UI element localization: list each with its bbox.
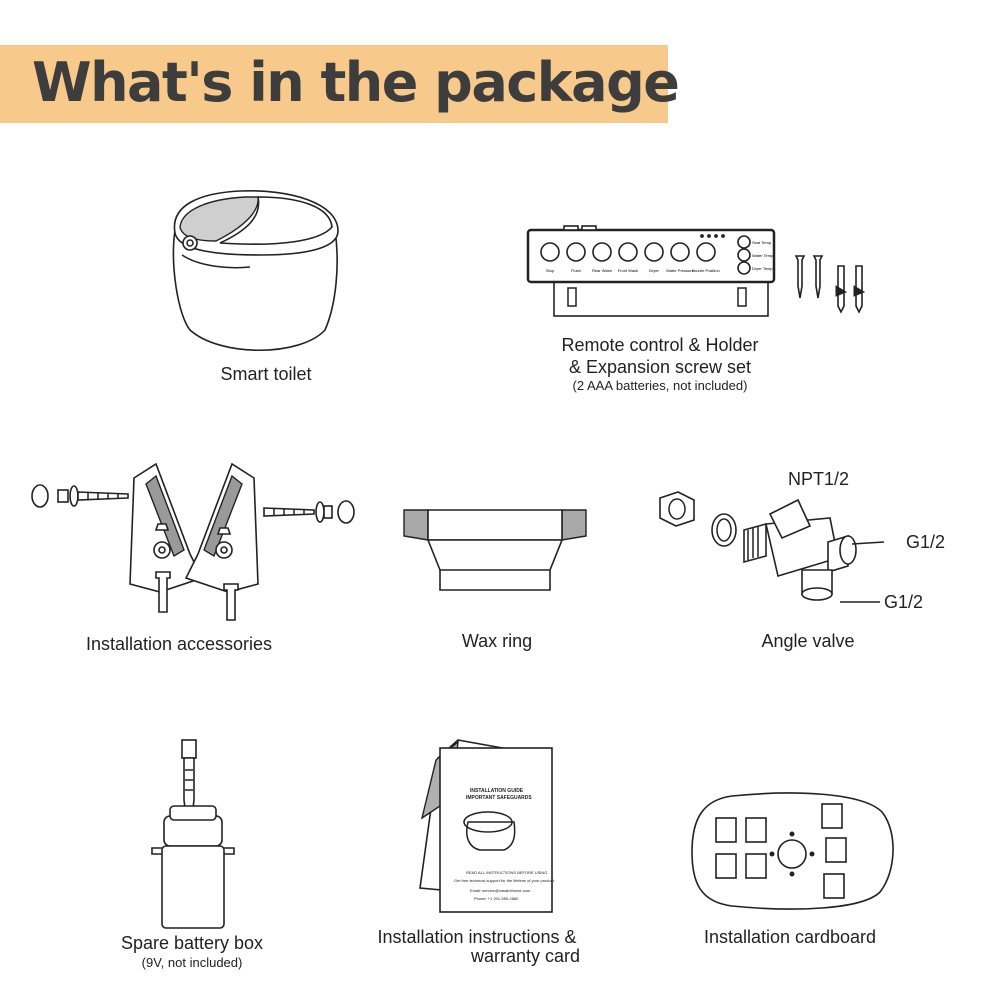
angle-valve-callout-g-bottom: G1/2 <box>884 592 924 612</box>
remote-button-label: Rear Wash <box>592 268 612 273</box>
remote-button-label: Flush <box>571 268 581 273</box>
remote-button <box>566 242 586 262</box>
remote-button <box>644 242 664 262</box>
remote-side-label: Dryer Temp <box>752 266 773 271</box>
remote-button <box>696 242 716 262</box>
remote-button-label: Front Wash <box>618 268 639 273</box>
instructions-label-line1: Installation instructions & <box>377 927 577 947</box>
doc-text-1: READ ALL INSTRUCTIONS BEFORE USING. <box>466 870 549 875</box>
installation-accessories-illustration <box>31 462 355 621</box>
smart-toilet-label: Smart toilet <box>220 364 312 384</box>
wax-ring-label: Wax ring <box>461 631 533 651</box>
remote-side-label: Seat Temp <box>752 240 772 245</box>
remote-label-line1: Remote control & Holder <box>561 335 759 355</box>
page-title: What's in the package <box>32 51 680 114</box>
remote-control-illustration: Stop Flush Rear Wash Front Wash Dryer Water P… <box>526 225 866 317</box>
remote-button <box>618 242 638 262</box>
smart-toilet-illustration <box>172 190 339 351</box>
title-banner: What's in the package <box>0 45 680 123</box>
wax-ring-illustration <box>403 509 587 591</box>
battery-box-illustration <box>151 739 235 929</box>
remote-button <box>540 242 560 262</box>
remote-side-label: Water Temp <box>752 253 774 258</box>
angle-valve-callout-npt: NPT1/2 <box>788 469 850 489</box>
angle-valve-callout-g-top: G1/2 <box>906 532 946 552</box>
remote-button-label: Nozzle Position <box>692 268 720 273</box>
doc-text-2: Get free technical support for the lifet… <box>454 878 555 883</box>
instructions-label-line2: warranty card <box>470 946 580 966</box>
battery-box-label: Spare battery box <box>120 933 264 953</box>
remote-label-line2: & Expansion screw set <box>568 357 752 377</box>
cardboard-illustration <box>691 792 894 910</box>
doc-heading-2: IMPORTANT SAFEGUARDS <box>466 795 532 801</box>
doc-email: Email: service@casainthome.com <box>470 888 531 893</box>
remote-button <box>670 242 690 262</box>
remote-button-label: Stop <box>546 268 555 273</box>
cardboard-label: Installation cardboard <box>703 927 877 947</box>
instructions-illustration: INSTALLATION GUIDE IMPORTANT SAFEGUARDS … <box>418 738 558 918</box>
doc-heading-1: INSTALLATION GUIDE <box>470 788 524 794</box>
angle-valve-label: Angle valve <box>761 631 855 651</box>
doc-phone: Phone: +1 201-555-2680 <box>474 896 519 901</box>
angle-valve-illustration <box>659 491 885 603</box>
remote-button-label: Water Pressure <box>666 268 694 273</box>
remote-note: (2 AAA batteries, not included) <box>572 378 748 393</box>
remote-button-label: Dryer <box>649 268 659 273</box>
battery-box-note: (9V, not included) <box>141 955 243 970</box>
installation-accessories-label: Installation accessories <box>85 634 273 654</box>
remote-button <box>592 242 612 262</box>
